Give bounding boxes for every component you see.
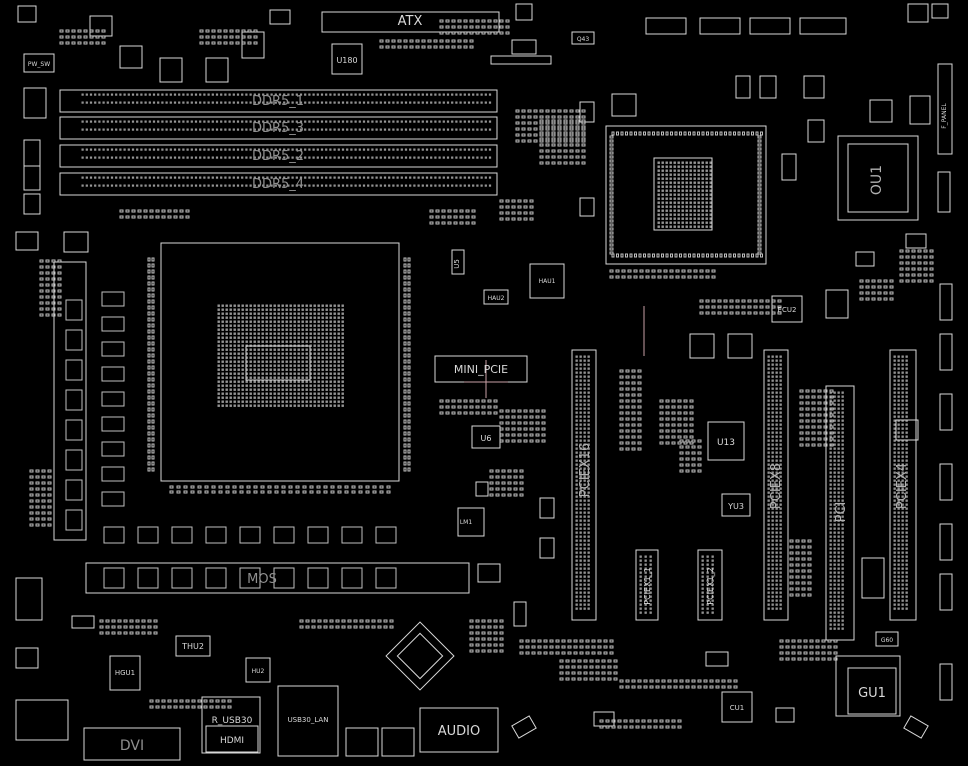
pciex8-label: PCIEX8	[769, 463, 784, 509]
ddr5-3-label: DDR5_3	[252, 121, 304, 136]
dimm-slot-ddr5-4	[59, 172, 498, 196]
audio-label: AUDIO	[438, 724, 481, 739]
thu2-label: THU2	[181, 642, 204, 651]
pciex1-1-slot	[635, 549, 659, 621]
dvi-port	[83, 727, 181, 761]
yu3-label: YU3	[727, 502, 744, 511]
mini-pcie-label: MINI_PCIE	[454, 363, 508, 376]
u180-label: U180	[336, 56, 357, 65]
q43-label: Q43	[577, 36, 590, 43]
gu1-label: GU1	[858, 686, 886, 701]
ou1-label: OU1	[869, 165, 885, 195]
pciex4-slot	[889, 349, 917, 621]
dimm-slot-ddr5-2	[59, 144, 498, 168]
pciex1-1-label: PCIEX1_1	[643, 567, 652, 604]
pciex16-slot	[571, 349, 597, 621]
g60-label: G60	[881, 637, 893, 644]
hu2-label: HU2	[252, 668, 265, 675]
audio-jack	[419, 707, 499, 753]
atx-label: ATX	[398, 14, 423, 29]
dimm-slot-ddr5-1	[59, 89, 498, 113]
usb30-lan-label: USB30_LAN	[288, 716, 329, 724]
u5-label: U5	[453, 259, 461, 269]
dvi-label: DVI	[120, 738, 144, 754]
hgu1-label: HGU1	[115, 669, 135, 677]
pch-chipset-area	[605, 125, 767, 265]
pciex1-2-slot	[697, 549, 723, 621]
dimm-slot-ddr5-3	[59, 116, 498, 140]
ddr5-4-label: DDR5_4	[252, 177, 304, 192]
pciex8-slot	[763, 349, 789, 621]
pciex1-2-label: PCIEX1_2	[706, 567, 715, 604]
mos-label: MOS	[247, 572, 277, 587]
atx-connector	[321, 11, 500, 33]
hdmi-port	[205, 725, 259, 753]
cu1-label: CU1	[730, 704, 744, 712]
hau2-label: HAU2	[488, 295, 505, 302]
u13-label: U13	[717, 438, 735, 448]
pci-slot	[825, 385, 855, 641]
lm1-label: LM1	[460, 519, 473, 526]
u13-chip	[707, 421, 745, 461]
gu1-chip	[847, 667, 897, 715]
usb30-lan-port	[277, 685, 339, 757]
r-usb30-label: R_USB30	[212, 716, 253, 726]
cpu-socket	[160, 242, 400, 482]
pciex4-label: PCIEX4	[895, 463, 910, 509]
u6-label: U6	[481, 434, 492, 443]
ddr5-1-label: DDR5_1	[252, 94, 304, 109]
f-panel-label: F_PANEL	[941, 103, 948, 129]
hau1-label: HAU1	[539, 278, 556, 285]
pci-label: PCI	[834, 502, 849, 523]
ecu2-label: ECU2	[778, 306, 797, 314]
pw-sw-label: PW_SW	[28, 61, 50, 68]
hdmi-label: HDMI	[220, 736, 244, 746]
pciex16-label: PCIEX16	[578, 443, 593, 497]
ddr5-2-label: DDR5_2	[252, 149, 304, 164]
